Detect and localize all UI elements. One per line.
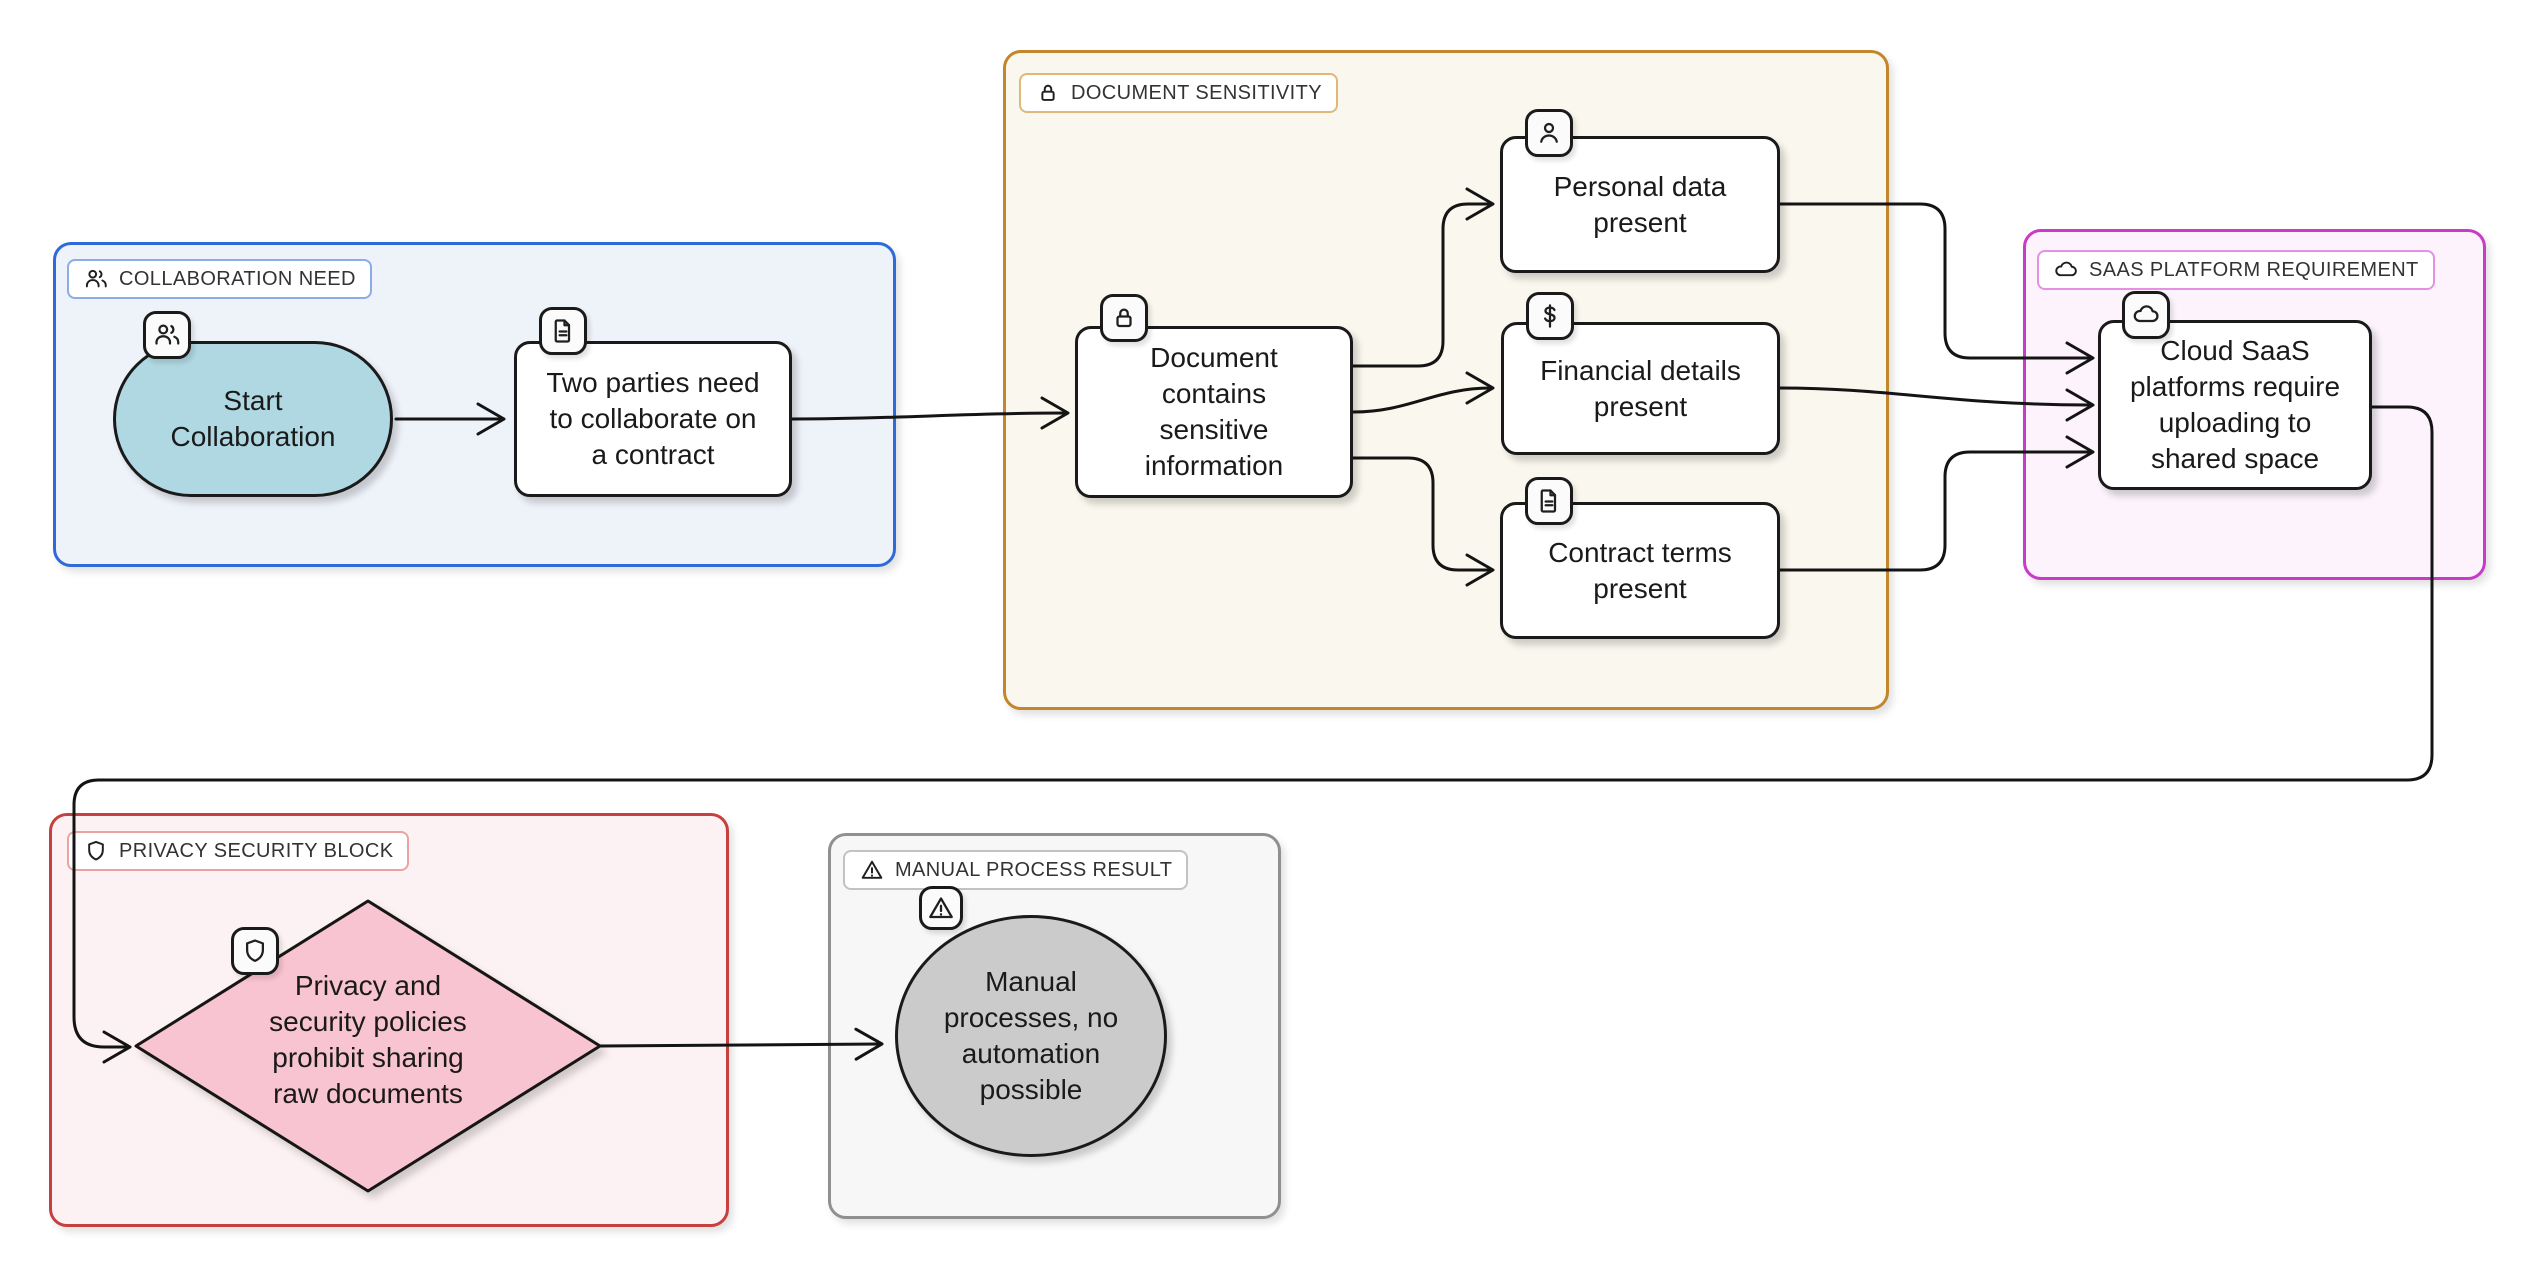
edge-cloud-saas-to-privacy-diamond	[72, 405, 2434, 1064]
node-manual-process: Manual processes, no automation possible	[895, 915, 1167, 1157]
edge-document-to-financial-details	[1351, 371, 1495, 414]
shield-icon	[246, 939, 264, 962]
warning-icon	[929, 897, 953, 919]
edge-privacy-diamond-to-manual-process	[598, 1027, 884, 1061]
node-label: Contract terms present	[1548, 536, 1732, 604]
node-label: Two parties need to collaborate on a con…	[546, 367, 760, 470]
edge-financial-details-to-cloud-saas	[1778, 386, 2095, 422]
group-label-saas-platform-requirement: SAAS PLATFORM REQUIREMENT	[2037, 250, 2435, 290]
edge-document-to-personal-data	[1351, 187, 1495, 368]
edge-document-to-contract-terms	[1351, 456, 1495, 587]
node-label: Financial details present	[1540, 354, 1741, 422]
badge-document-contains	[1100, 294, 1148, 342]
document-icon	[1540, 489, 1557, 513]
users-icon	[85, 269, 107, 288]
group-label-text: SAAS PLATFORM REQUIREMENT	[2089, 258, 2419, 281]
group-label-manual-process-result: MANUAL PROCESS RESULT	[843, 850, 1189, 890]
dollar-icon	[1544, 304, 1556, 328]
node-label: Document contains sensitive information	[1144, 342, 1284, 481]
node-personal-data: Personal data present	[1500, 136, 1780, 273]
badge-financial-details	[1526, 292, 1574, 340]
node-financial-details: Financial details present	[1501, 322, 1780, 455]
group-label-document-sensitivity: DOCUMENT SENSITIVITY	[1019, 73, 1338, 113]
cloud-icon	[2055, 261, 2077, 277]
badge-contract-terms	[1525, 477, 1573, 525]
node-label: Manual processes, no automation possible	[943, 966, 1119, 1105]
node-document-contains: Document contains sensitive information	[1075, 326, 1353, 498]
badge-manual-process	[919, 886, 963, 930]
users-icon	[155, 324, 180, 345]
node-contract-terms: Contract terms present	[1500, 502, 1780, 639]
node-two-parties: Two parties need to collaborate on a con…	[514, 341, 792, 497]
lock-icon	[1041, 84, 1055, 101]
group-label-text: COLLABORATION NEED	[119, 267, 356, 290]
edge-contract-terms-to-cloud-saas	[1778, 435, 2095, 572]
node-label: Cloud SaaS platforms require uploading t…	[2129, 335, 2341, 474]
group-label-text: DOCUMENT SENSITIVITY	[1071, 81, 1322, 104]
document-icon	[554, 319, 571, 343]
user-icon	[1540, 122, 1558, 143]
lock-icon	[1116, 308, 1132, 328]
badge-personal-data	[1525, 109, 1573, 157]
badge-privacy-diamond	[231, 927, 279, 975]
group-label-privacy-security-block: PRIVACY SECURITY BLOCK	[67, 831, 410, 871]
group-label-text: MANUAL PROCESS RESULT	[895, 858, 1173, 881]
badge-cloud-saas	[2122, 291, 2170, 339]
node-label: Start Collaboration	[170, 385, 336, 452]
edge-two-parties-to-document	[790, 396, 1070, 430]
warning-icon	[861, 860, 883, 879]
badge-two-parties	[539, 307, 587, 355]
node-cloud-saas: Cloud SaaS platforms require uploading t…	[2098, 320, 2372, 490]
group-label-text: PRIVACY SECURITY BLOCK	[119, 839, 394, 862]
group-label-collaboration-need: COLLABORATION NEED	[67, 259, 372, 299]
node-label-privacy-diamond: Privacy and security policies prohibit s…	[269, 970, 467, 1109]
node-label: Personal data present	[1553, 170, 1727, 238]
node-start-collaboration: Start Collaboration	[113, 341, 393, 497]
cloud-icon	[2133, 305, 2159, 323]
shield-icon	[88, 840, 104, 861]
edge-personal-data-to-cloud-saas	[1778, 202, 2095, 375]
badge-start-collaboration	[143, 311, 191, 359]
